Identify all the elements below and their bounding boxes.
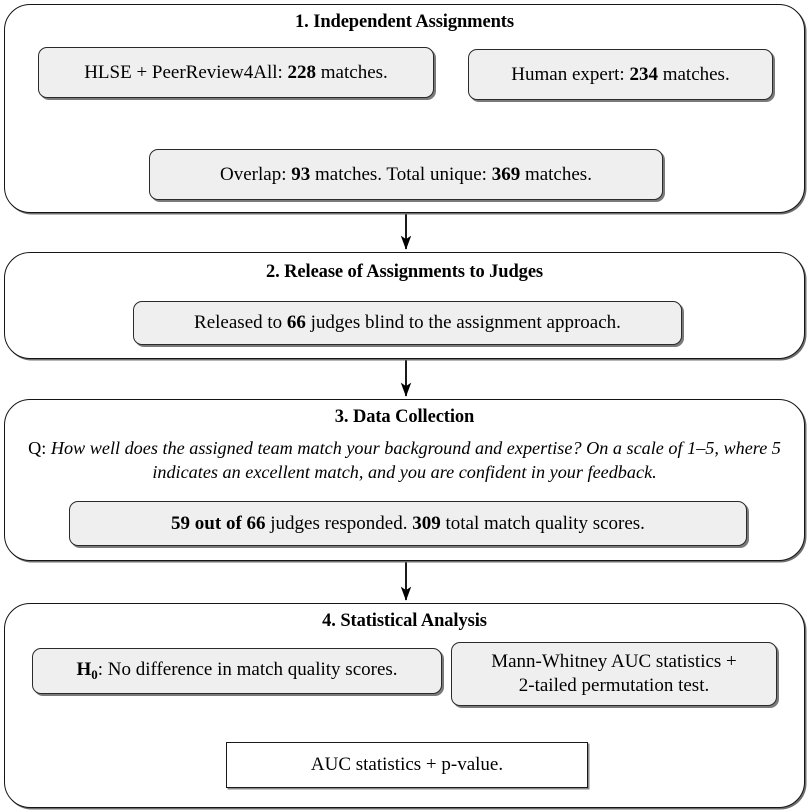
- question-body: How well does the assigned team match yo…: [50, 438, 781, 483]
- survey-question: Q: How well does the assigned team match…: [23, 436, 786, 484]
- node-hlse-prefix: HLSE + PeerReview4All:: [84, 61, 288, 83]
- node-auc-statistics-pvalue[interactable]: AUC statistics + p-value.: [226, 742, 588, 788]
- node-responded-suffix: total match quality scores.: [440, 512, 645, 534]
- node-human-prefix: Human expert:: [511, 63, 630, 85]
- node-released-to-judges[interactable]: Released to 66 judges blind to the assig…: [133, 301, 682, 345]
- node-judges-responded[interactable]: 59 out of 66 judges responded. 309 total…: [69, 501, 747, 546]
- node-human-expert[interactable]: Human expert: 234 matches.: [468, 49, 773, 100]
- stage-3-title: 3. Data Collection: [334, 407, 475, 427]
- stage-2-release-of-assignments: 2. Release of Assignments to Judges Rele…: [4, 252, 805, 359]
- node-h0-symbol: H: [76, 659, 92, 681]
- node-h0-subscript: 0: [91, 667, 98, 683]
- node-overlap-unique-count: 369: [491, 163, 521, 185]
- node-overlap-suffix: matches.: [520, 163, 592, 185]
- node-released-text: Released to 66 judges blind to the assig…: [194, 311, 621, 335]
- node-h0-statement: : No difference in match quality scores.: [97, 659, 398, 681]
- stage-2-title: 2. Release of Assignments to Judges: [265, 262, 544, 282]
- stage-1-title: 1. Independent Assignments: [295, 12, 514, 32]
- node-overlap-mid: matches. Total unique:: [310, 163, 492, 185]
- question-label: Q: [28, 438, 42, 458]
- node-overlap-prefix: Overlap:: [220, 163, 292, 185]
- node-mannwhitney-line1: Mann-Whitney AUC statistics +: [491, 651, 737, 673]
- node-overlap-total-unique[interactable]: Overlap: 93 matches. Total unique: 369 m…: [149, 149, 663, 200]
- question-separator: :: [41, 438, 51, 458]
- stage-4-statistical-analysis: 4. Statistical Analysis H0: No differenc…: [4, 603, 805, 808]
- node-hlse-count: 228: [287, 61, 317, 83]
- node-released-suffix: judges blind to the assignment approach.: [305, 312, 621, 334]
- node-mann-whitney-test[interactable]: Mann-Whitney AUC statistics + 2-tailed p…: [451, 642, 777, 706]
- node-responded-mid: judges responded.: [265, 512, 413, 534]
- node-human-suffix: matches.: [657, 63, 730, 85]
- node-responded-ratio: 59 out of 66: [171, 512, 266, 534]
- node-overlap-text: Overlap: 93 matches. Total unique: 369 m…: [220, 163, 592, 187]
- node-null-hypothesis[interactable]: H0: No difference in match quality score…: [32, 648, 442, 694]
- node-hlse-suffix: matches.: [316, 61, 388, 83]
- node-responded-text: 59 out of 66 judges responded. 309 total…: [171, 512, 645, 536]
- node-auc-text: AUC statistics + p-value.: [310, 754, 504, 776]
- node-released-prefix: Released to: [194, 312, 287, 334]
- node-human-count: 234: [629, 63, 658, 85]
- stage-3-data-collection: 3. Data Collection Q: How well does the …: [4, 399, 805, 561]
- node-mannwhitney-line2: 2-tailed permutation test.: [518, 675, 710, 696]
- node-h0-text: H0: No difference in match quality score…: [76, 658, 397, 683]
- node-hlse-peerreview4all[interactable]: HLSE + PeerReview4All: 228 matches.: [38, 47, 434, 98]
- node-overlap-count: 93: [291, 163, 311, 185]
- node-hlse-text: HLSE + PeerReview4All: 228 matches.: [84, 61, 388, 85]
- node-released-count: 66: [286, 312, 306, 334]
- stage-4-title: 4. Statistical Analysis: [322, 611, 487, 631]
- node-responded-scores: 309: [412, 512, 441, 534]
- stage-1-independent-assignments: 1. Independent Assignments HLSE + PeerRe…: [4, 4, 805, 213]
- node-human-text: Human expert: 234 matches.: [511, 63, 729, 87]
